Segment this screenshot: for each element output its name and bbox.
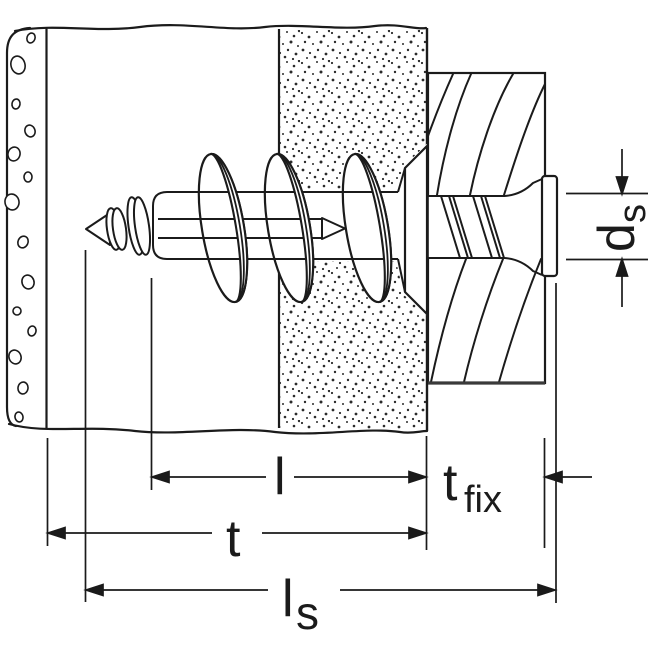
dimension-l [149, 470, 429, 484]
screw-head-flare-bottom [504, 257, 543, 276]
wood-grain-lines [427, 73, 546, 383]
label-ls-main: l [282, 570, 294, 628]
label-ds-sub: s [612, 204, 650, 223]
screw-thread-flight-1-edge [448, 195, 469, 259]
wall-top-wavy-edge [13, 24, 428, 33]
flange-cone-top-line [397, 167, 406, 193]
dimension-lines [45, 149, 648, 603]
wall-left-edge [5, 26, 32, 428]
dimension-ds [615, 149, 629, 307]
label-tfix-sub: fix [464, 479, 502, 521]
label-t: t [226, 510, 241, 568]
screw-head-rim [540, 174, 559, 278]
wood-fixture-board [426, 71, 559, 385]
base-wall-section [4, 24, 429, 435]
dimension-tfix [542, 470, 592, 484]
helix-band-2-stripe [276, 153, 311, 303]
drill-flute-disc-small [105, 207, 128, 251]
screw-tip [321, 217, 346, 240]
screw-thread-flight-2-edge [480, 195, 501, 259]
label-ds: ds [588, 204, 650, 252]
anchor-body-outline [152, 191, 398, 260]
wall-bottom-wavy-edge [7, 422, 429, 435]
label-l: l [274, 448, 286, 506]
label-tfix-main: t [443, 454, 458, 512]
helix-band-3-stripe [354, 153, 389, 303]
dimension-t [45, 526, 429, 540]
dimension-labels: l t t fix l s ds [226, 204, 650, 639]
fixing-screw [427, 174, 559, 278]
helix-band-1-stripe [210, 153, 245, 303]
anchor-flange-plate [403, 144, 429, 316]
dimension-ls [83, 583, 558, 597]
anchor-helix-bands [210, 152, 393, 304]
flange-cone-bottom-line [397, 258, 406, 293]
aggregate-pebbles [4, 32, 37, 423]
drill-flute-disc-large [126, 196, 152, 256]
label-ds-main: d [588, 223, 646, 252]
label-ls-sub: s [296, 587, 319, 639]
screw-head-flare-top [504, 178, 543, 197]
